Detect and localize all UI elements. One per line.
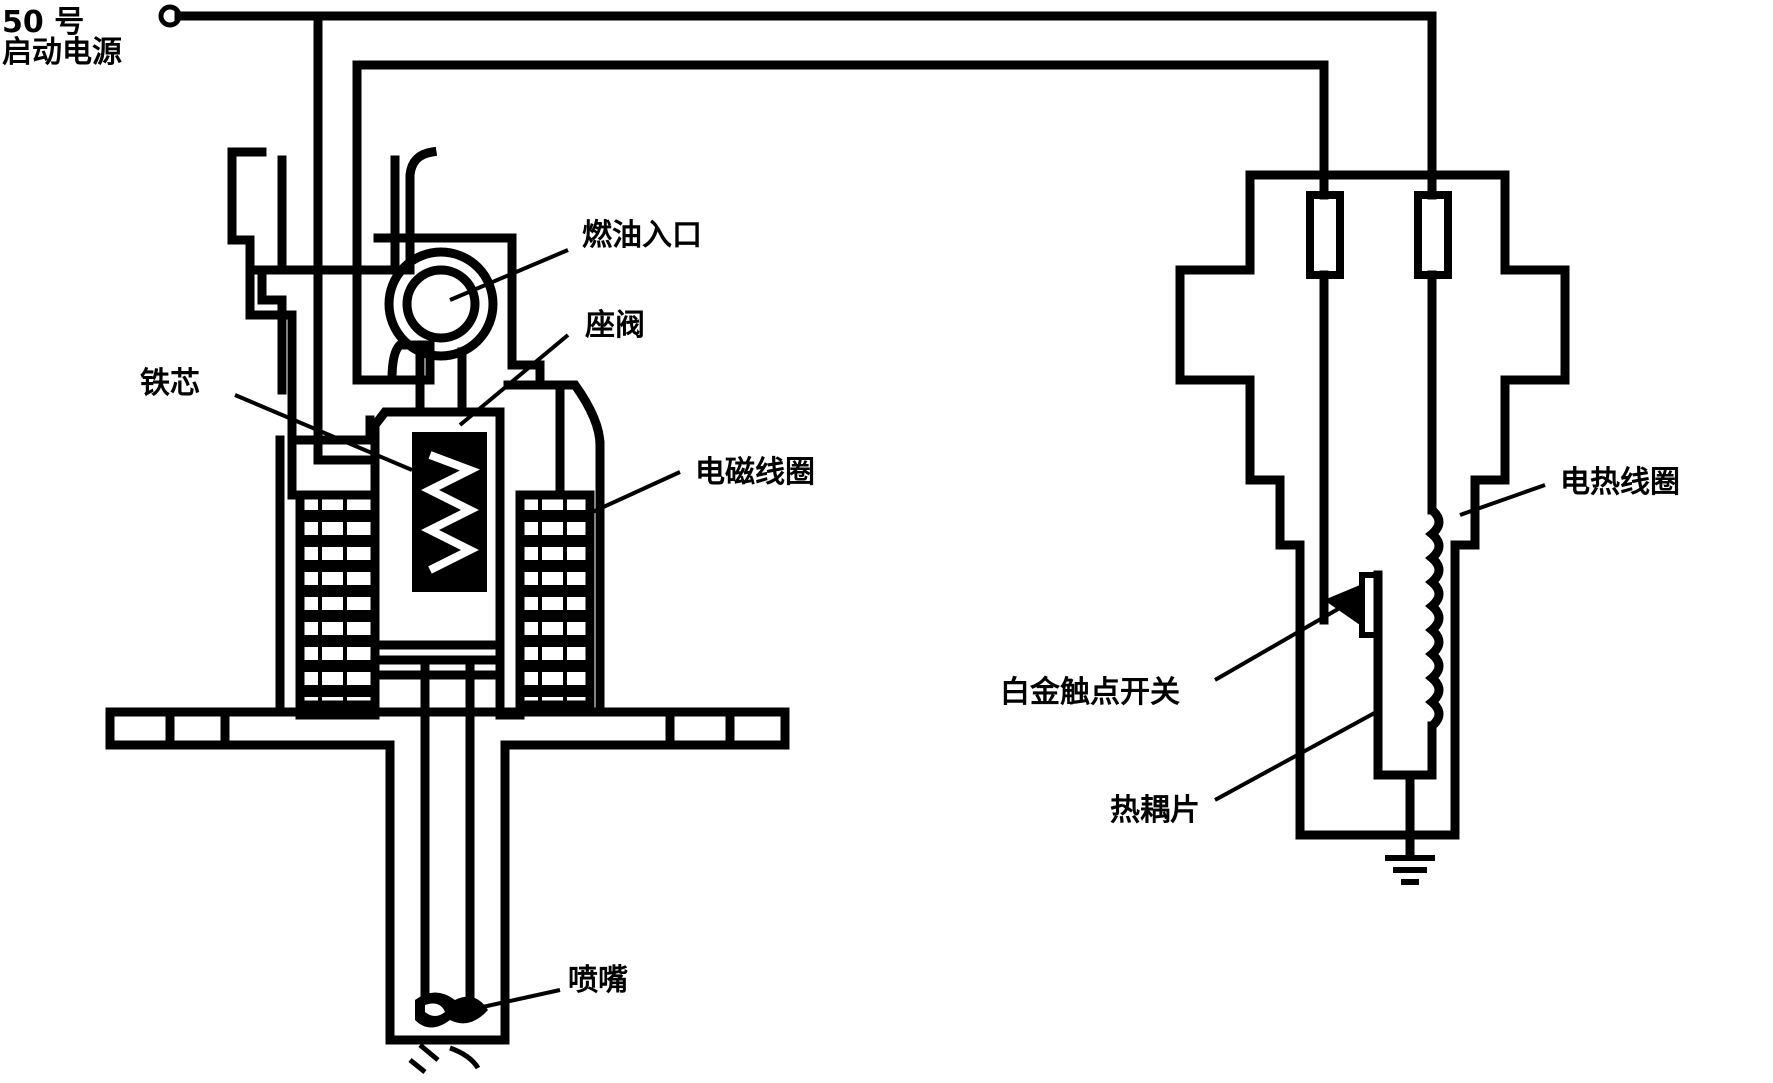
solenoid-coil-left [295, 490, 380, 710]
terminal-left [1306, 191, 1344, 279]
power-wiring [158, 4, 1437, 180]
fuel-inlet-ring [402, 265, 480, 343]
label-fuel-inlet: 燃油入口 [582, 218, 702, 253]
power-label-line2: 启动电源 [2, 35, 122, 70]
solenoid-coil-right [515, 490, 595, 710]
leader-platinum-switch [1214, 603, 1346, 682]
label-iron-core: 铁芯 [140, 366, 200, 401]
connector-housing [227, 146, 438, 275]
iron-core [412, 432, 487, 592]
nozzle-tip [415, 992, 488, 1028]
leader-thermocouple [1214, 708, 1381, 802]
ground-symbol [1385, 855, 1435, 885]
label-platinum-switch: 白金触点开关 [1000, 675, 1180, 710]
bimetal-strip [1373, 570, 1415, 780]
label-seat-valve: 座阀 [585, 308, 645, 343]
label-solenoid-coil: 电磁线圈 [695, 455, 815, 490]
valve-needle [420, 655, 475, 1005]
label-heating-coil: 电热线圈 [1560, 465, 1680, 500]
leader-iron-core [234, 393, 413, 472]
switch-housing [1175, 170, 1570, 840]
terminal-right [1414, 191, 1452, 279]
power-label-line1: 50 号 [2, 5, 84, 40]
thermo-time-switch [1175, 170, 1570, 885]
leader-nozzle [477, 988, 561, 1010]
leader-seat-valve [458, 333, 570, 427]
leader-heating-coil [1459, 483, 1546, 517]
valve-chamber [370, 407, 505, 650]
leader-solenoid-coil [574, 470, 681, 522]
cold-start-injector [105, 146, 790, 1074]
label-nozzle: 喷嘴 [568, 963, 628, 998]
leader-fuel-inlet [449, 248, 569, 302]
heating-coil [1425, 506, 1444, 730]
label-thermocouple: 热耦片 [1110, 793, 1200, 828]
mounting-flange [105, 707, 790, 1045]
